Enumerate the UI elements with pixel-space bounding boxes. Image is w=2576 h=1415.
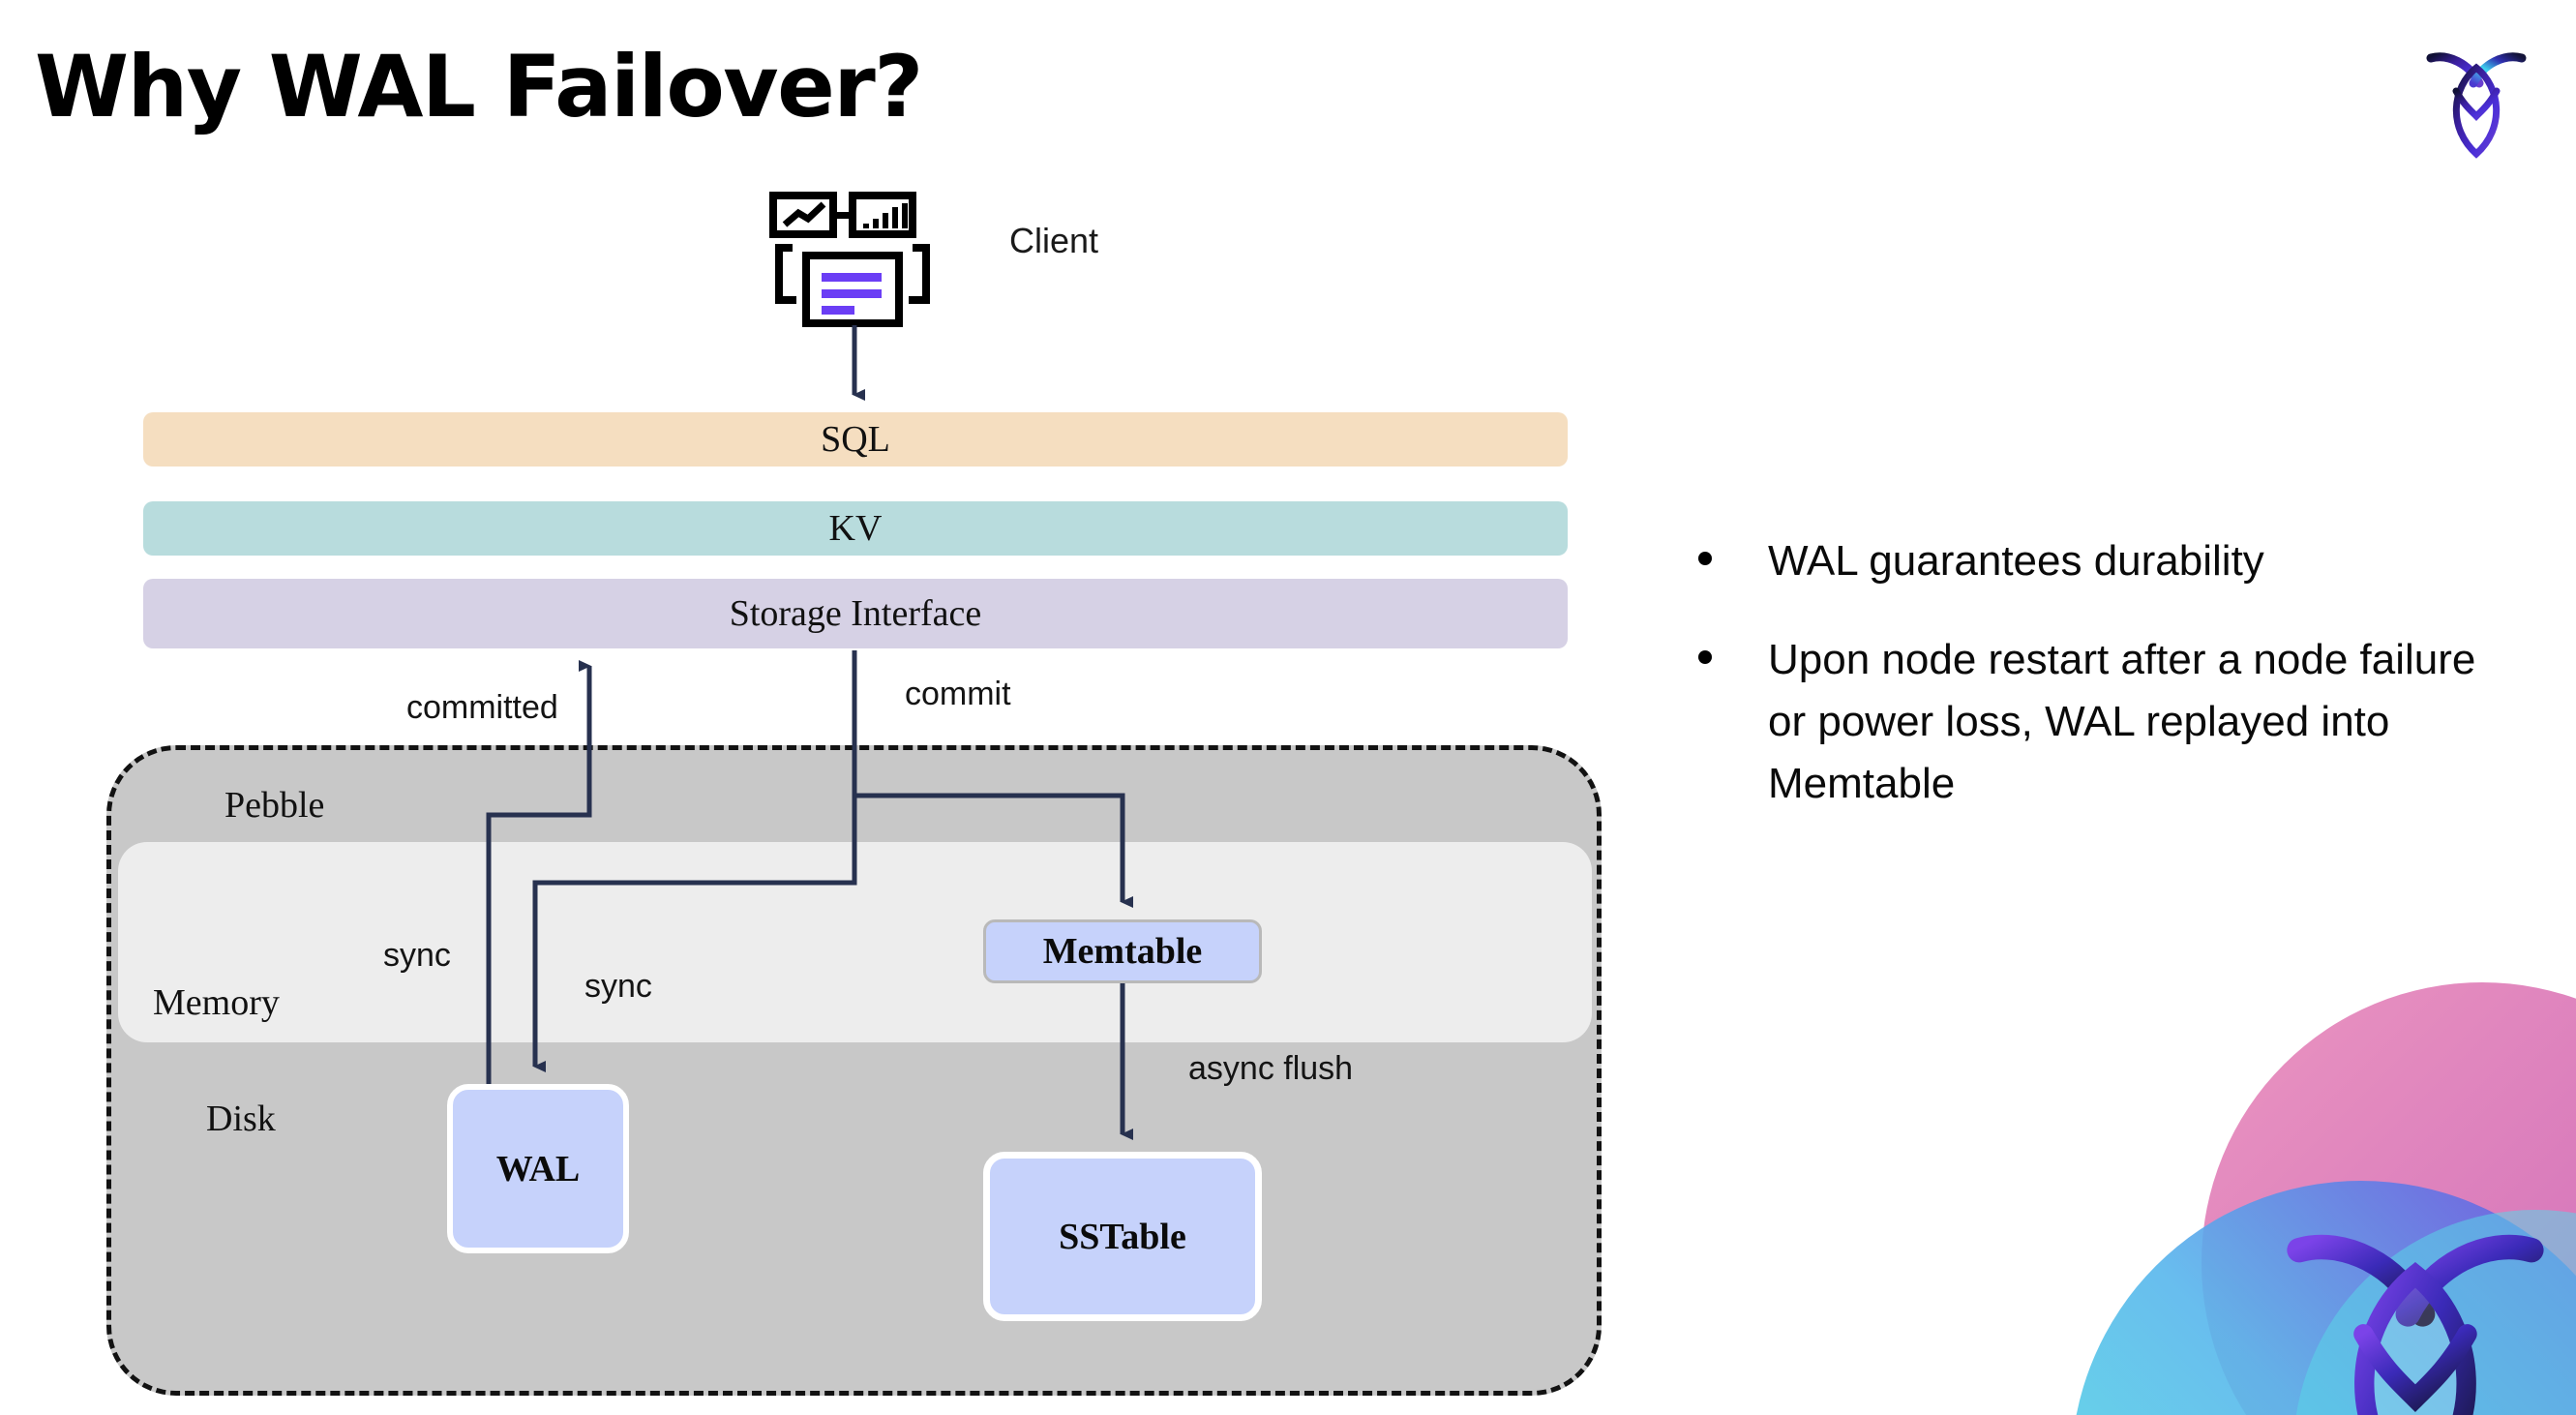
edge-label-commit: commit xyxy=(905,676,1011,712)
bullet-dot-icon xyxy=(1698,650,1712,664)
edge-label-sync-b: sync xyxy=(584,968,652,1005)
bullet-text: WAL guarantees durability xyxy=(1768,537,2264,585)
node-memtable: Memtable xyxy=(983,919,1262,983)
node-sstable: SSTable xyxy=(983,1152,1262,1321)
page-title: Why WAL Failover? xyxy=(35,37,923,136)
client-label: Client xyxy=(1009,221,1099,260)
node-sstable-label: SSTable xyxy=(1059,1216,1186,1257)
node-wal: WAL xyxy=(447,1084,629,1253)
node-memtable-label: Memtable xyxy=(1042,931,1203,972)
node-wal-label: WAL xyxy=(495,1148,581,1189)
layer-bar-sql-label: SQL xyxy=(821,419,890,460)
list-item: WAL guarantees durability xyxy=(1698,530,2511,592)
edge-label-committed: committed xyxy=(406,689,558,726)
edge-label-sync-a: sync xyxy=(383,937,451,974)
disk-label: Disk xyxy=(206,1099,276,1139)
edge-label-async-flush: async flush xyxy=(1188,1050,1354,1087)
layer-bar-kv: KV xyxy=(143,501,1568,556)
pebble-label: Pebble xyxy=(225,785,325,826)
client-monitoring-dashboard-icon xyxy=(769,192,936,329)
layer-bar-sql: SQL xyxy=(143,412,1568,467)
layer-bar-storage-interface: Storage Interface xyxy=(143,579,1568,648)
layer-bar-storage-interface-label: Storage Interface xyxy=(729,593,982,634)
layer-bar-kv-label: KV xyxy=(828,508,883,549)
bullet-text: Upon node restart after a node failure o… xyxy=(1768,636,2476,807)
bullet-list: WAL guarantees durability Upon node rest… xyxy=(1698,530,2511,852)
cockroachdb-logo-icon xyxy=(2410,27,2545,172)
cockroachdb-watermark-icon xyxy=(1955,929,2576,1415)
memory-label: Memory xyxy=(153,982,280,1023)
bullet-dot-icon xyxy=(1698,552,1712,565)
list-item: Upon node restart after a node failure o… xyxy=(1698,629,2511,815)
memory-region xyxy=(118,842,1592,1042)
